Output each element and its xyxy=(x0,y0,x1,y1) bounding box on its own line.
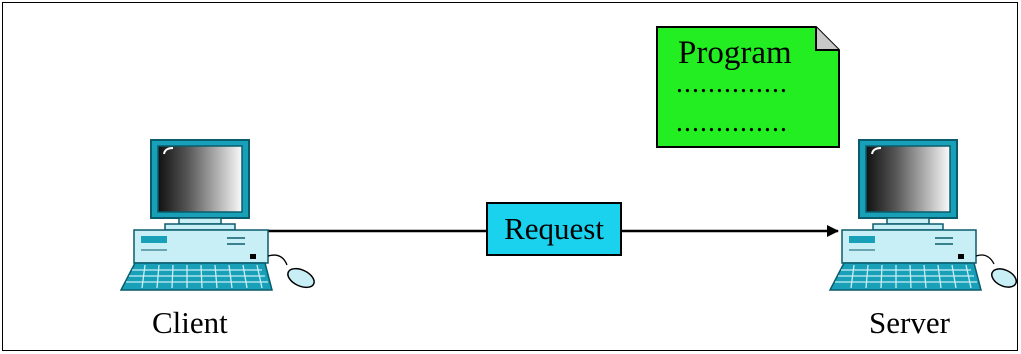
program-dotted-line-1: .............. xyxy=(676,68,788,99)
client-computer-icon xyxy=(119,139,315,291)
program-dotted-line-2: .............. xyxy=(676,107,788,138)
request-label: Request xyxy=(504,211,604,246)
server-label: Server xyxy=(869,305,950,340)
program-title: Program xyxy=(678,35,792,71)
request-box: Request xyxy=(486,202,622,256)
client-label: Client xyxy=(152,305,228,340)
server-computer-icon xyxy=(828,139,1018,291)
document-icon xyxy=(656,26,840,148)
